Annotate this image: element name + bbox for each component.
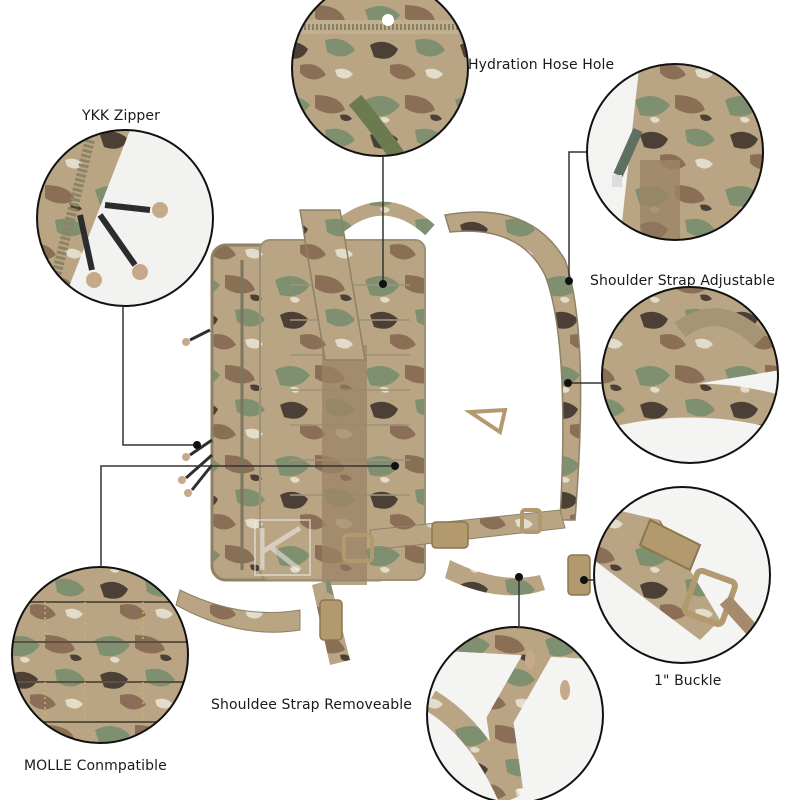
leader-lines bbox=[100, 151, 602, 628]
callout-circle-strap bbox=[601, 286, 779, 464]
brand-watermark bbox=[254, 519, 311, 576]
leader-dots bbox=[193, 277, 588, 584]
label-shoulder-strap-removable: Shouldee Strap Removeable bbox=[211, 697, 412, 713]
backpack-body bbox=[175, 201, 591, 665]
callout-circle-zipper bbox=[36, 129, 214, 307]
callout-circle-molle bbox=[11, 566, 189, 744]
callout-circle-hose bbox=[586, 63, 764, 241]
callout-circle-hydration bbox=[291, 0, 469, 157]
label-shoulder-strap-adjustable: Shoulder Strap Adjustable bbox=[590, 273, 776, 289]
label-molle-compatible: MOLLE Conmpatible bbox=[24, 758, 167, 774]
callout-circle-buckle bbox=[593, 486, 771, 664]
label-buckle: 1" Buckle bbox=[654, 673, 722, 689]
callout-circle-strap-detail bbox=[426, 626, 604, 800]
label-hydration-hose-hole: Hydration Hose Hole bbox=[468, 57, 615, 73]
label-ykk-zipper: YKK Zipper bbox=[82, 108, 160, 124]
